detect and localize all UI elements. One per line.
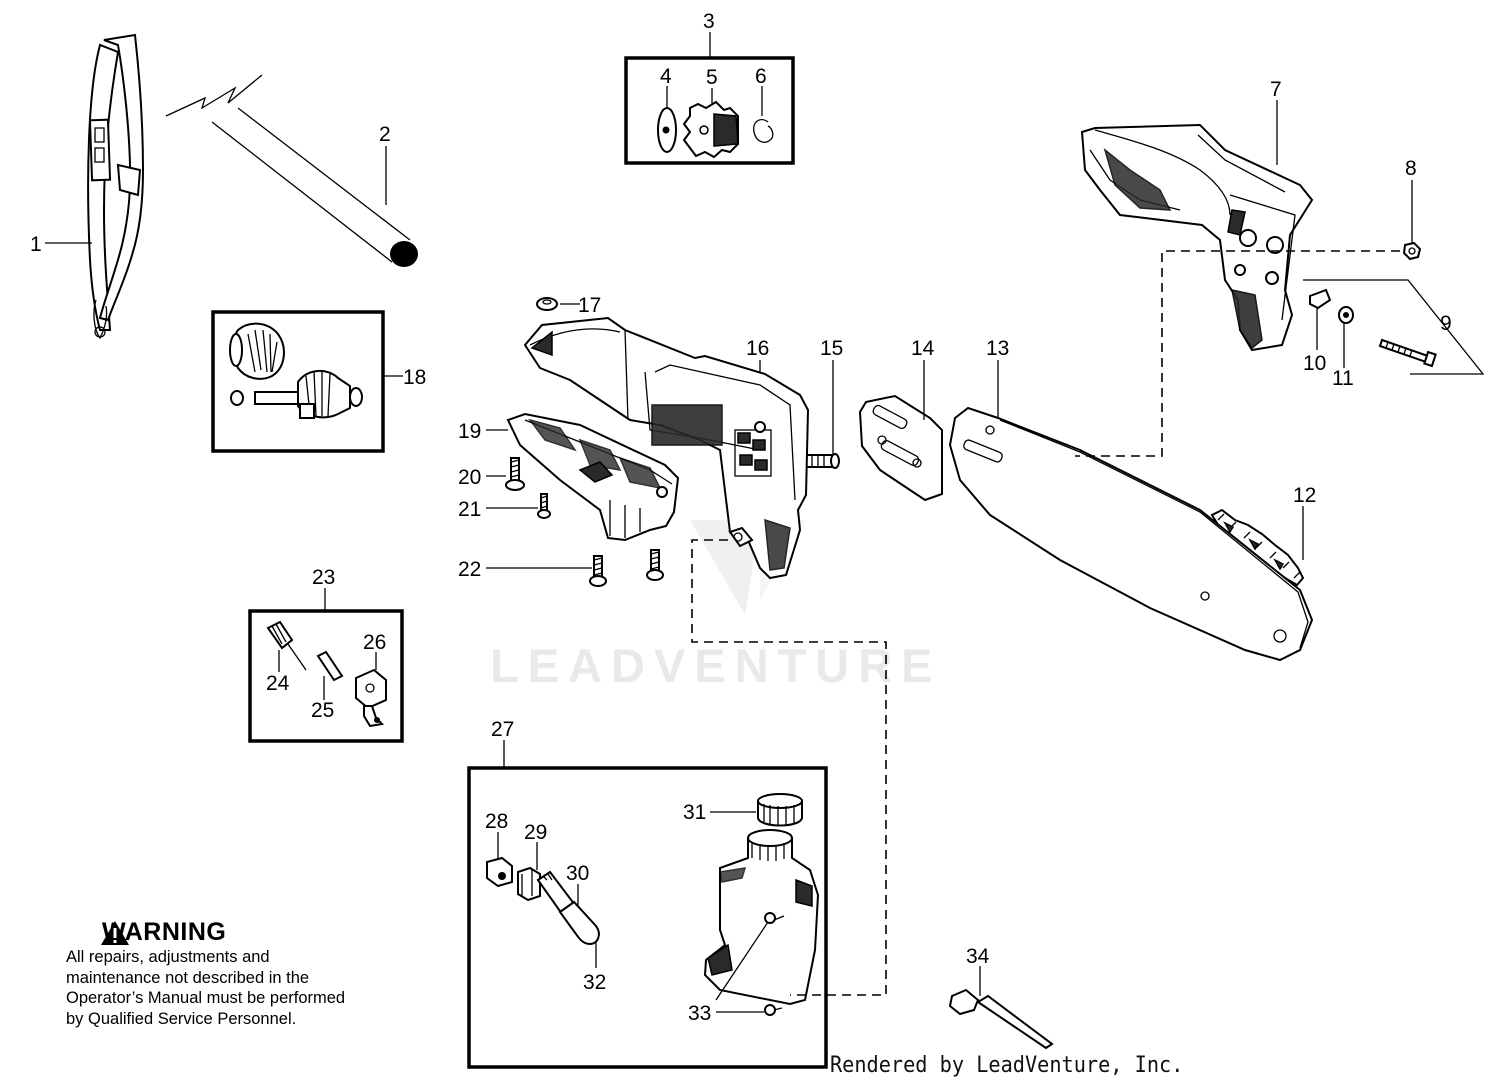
callout-11[interactable]: 11	[1332, 367, 1354, 390]
callout-26[interactable]: 26	[363, 631, 386, 654]
callout-2[interactable]: 2	[379, 123, 391, 146]
callout-18[interactable]: 18	[403, 366, 426, 389]
part-15-bar-stud[interactable]	[805, 453, 840, 469]
callout-21[interactable]: 21	[458, 498, 481, 521]
warning-triangle-icon	[101, 921, 129, 945]
assembly-line-bar-cover	[1075, 250, 1400, 457]
leader-lines	[45, 32, 1413, 1013]
callout-5[interactable]: 5	[706, 66, 718, 89]
part-21-screw[interactable]	[537, 493, 551, 519]
callout-32[interactable]: 32	[583, 971, 606, 994]
callout-8[interactable]: 8	[1405, 157, 1417, 180]
callout-25[interactable]: 25	[311, 699, 334, 722]
part-16-gear-housing[interactable]	[523, 316, 810, 580]
callout-22[interactable]: 22	[458, 558, 481, 581]
callout-10[interactable]: 10	[1303, 352, 1326, 375]
callout-23[interactable]: 23	[312, 566, 335, 589]
part-20-screw[interactable]	[505, 457, 525, 491]
callout-labels: 1 2 3 4 5 6 7 8 9 10 11 12 13 14 15 16 1…	[30, 10, 1452, 1025]
kit-box-23	[248, 609, 404, 743]
callout-19[interactable]: 19	[458, 420, 481, 443]
callout-1[interactable]: 1	[30, 233, 42, 256]
part-24-worm-gear[interactable]	[266, 620, 307, 671]
part-33-screw-second[interactable]	[764, 1004, 783, 1016]
callout-12[interactable]: 12	[1293, 484, 1316, 507]
part-6-retaining-ring[interactable]	[753, 118, 774, 143]
callout-29[interactable]: 29	[524, 821, 547, 844]
part-25-pin[interactable]	[316, 650, 344, 682]
part-28-grommet[interactable]	[486, 856, 513, 888]
kit-box-18	[211, 310, 385, 453]
part-19-housing-base[interactable]	[506, 412, 680, 542]
part-9-bracket	[1303, 279, 1485, 375]
part-7-bar-cover[interactable]	[1080, 123, 1314, 352]
part-13-guide-bar[interactable]	[948, 406, 1314, 662]
credit-text: Rendered by LeadVenture, Inc.	[830, 1053, 1184, 1078]
part-22-screw[interactable]	[589, 555, 607, 587]
callout-13[interactable]: 13	[986, 337, 1009, 360]
callout-15[interactable]: 15	[820, 337, 843, 360]
part-8-nut[interactable]	[1402, 241, 1422, 261]
part-5-sprocket[interactable]	[682, 100, 739, 159]
part-9-adjusting-screw[interactable]	[1378, 338, 1437, 368]
warning-text: All repairs, adjustments and maintenance…	[66, 948, 346, 1028]
part-31-tank-cap[interactable]	[757, 793, 803, 827]
assembly-line-oil-tank	[691, 539, 887, 996]
part-34-scrench[interactable]	[948, 988, 1054, 1050]
part-2-pole-tube[interactable]	[165, 74, 418, 267]
part-26-oil-pump-block[interactable]	[355, 668, 387, 728]
part-17-nut[interactable]	[536, 297, 558, 311]
kit-box-27	[467, 766, 828, 1069]
callout-6[interactable]: 6	[755, 65, 767, 88]
warning-notice: WARNING All repairs, adjustments and mai…	[66, 918, 356, 1029]
callout-33[interactable]: 33	[688, 1002, 711, 1025]
callout-24[interactable]: 24	[266, 672, 290, 695]
part-4-washer[interactable]	[657, 107, 677, 153]
part-10-chain-adjuster[interactable]	[1309, 288, 1332, 310]
callout-14[interactable]: 14	[911, 337, 935, 360]
part-22-screw-second[interactable]	[646, 549, 664, 581]
part-1-shoulder-strap[interactable]	[87, 33, 145, 340]
callout-27[interactable]: 27	[491, 718, 514, 741]
callout-28[interactable]: 28	[485, 810, 508, 833]
callout-3[interactable]: 3	[703, 10, 715, 33]
callout-9[interactable]: 9	[1440, 312, 1452, 335]
part-18-gear-set[interactable]	[229, 322, 363, 419]
part-11-washer[interactable]	[1338, 306, 1354, 324]
callout-16[interactable]: 16	[746, 337, 769, 360]
callout-34[interactable]: 34	[966, 945, 990, 968]
warning-title: WARNING	[102, 918, 227, 946]
part-oil-tank[interactable]	[703, 829, 820, 1006]
part-14-guide-plate[interactable]	[858, 394, 943, 502]
part-29-fitting[interactable]	[517, 866, 541, 902]
callout-31[interactable]: 31	[683, 801, 706, 824]
callout-7[interactable]: 7	[1270, 78, 1282, 101]
callout-17[interactable]: 17	[578, 294, 601, 317]
callout-20[interactable]: 20	[458, 466, 481, 489]
callout-30[interactable]: 30	[566, 862, 589, 885]
callout-4[interactable]: 4	[660, 65, 672, 88]
part-33-screw[interactable]	[764, 912, 785, 924]
part-32-filter[interactable]	[558, 900, 600, 946]
watermark: LEADVENTURE	[490, 639, 942, 692]
